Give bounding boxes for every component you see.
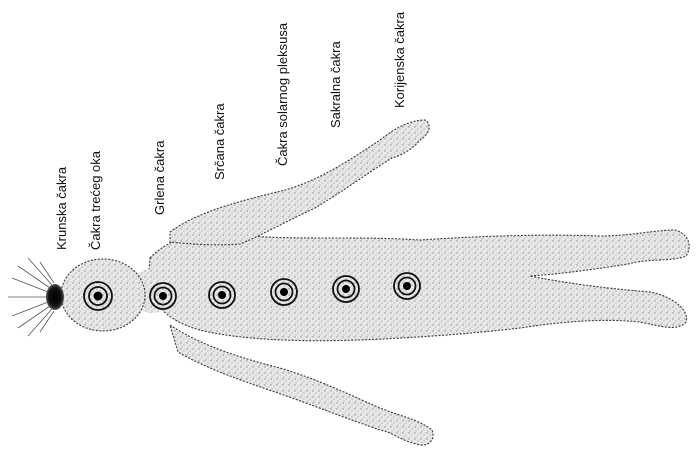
crown-rays (8, 258, 54, 336)
throat-chakra-mark (150, 283, 176, 309)
lower-arm (170, 325, 433, 445)
torso-and-legs (148, 230, 689, 341)
label-root-chakra: Korijenska čakra (392, 11, 407, 108)
label-crown-chakra: Krunska čakra (54, 166, 69, 250)
label-sacral-chakra: Sakralna čakra (328, 41, 343, 128)
label-throat-chakra: Grlena čakra (152, 140, 167, 215)
label-heart-chakra: Srčana čakra (212, 103, 227, 180)
label-third-eye-chakra: Čakra trećeg oka (88, 150, 103, 250)
heart-chakra-mark (209, 282, 235, 308)
sacral-chakra-mark (333, 276, 359, 302)
crown-chakra-mark (46, 284, 64, 310)
third-eye-chakra-mark (84, 282, 112, 310)
upper-arm (170, 120, 429, 245)
solar-plexus-chakra-mark (271, 279, 297, 305)
root-chakra-mark (394, 273, 420, 299)
crown-chakra-burst (8, 258, 64, 336)
label-solar-plexus-chakra: Čakra solarnog pleksusa (275, 22, 290, 166)
